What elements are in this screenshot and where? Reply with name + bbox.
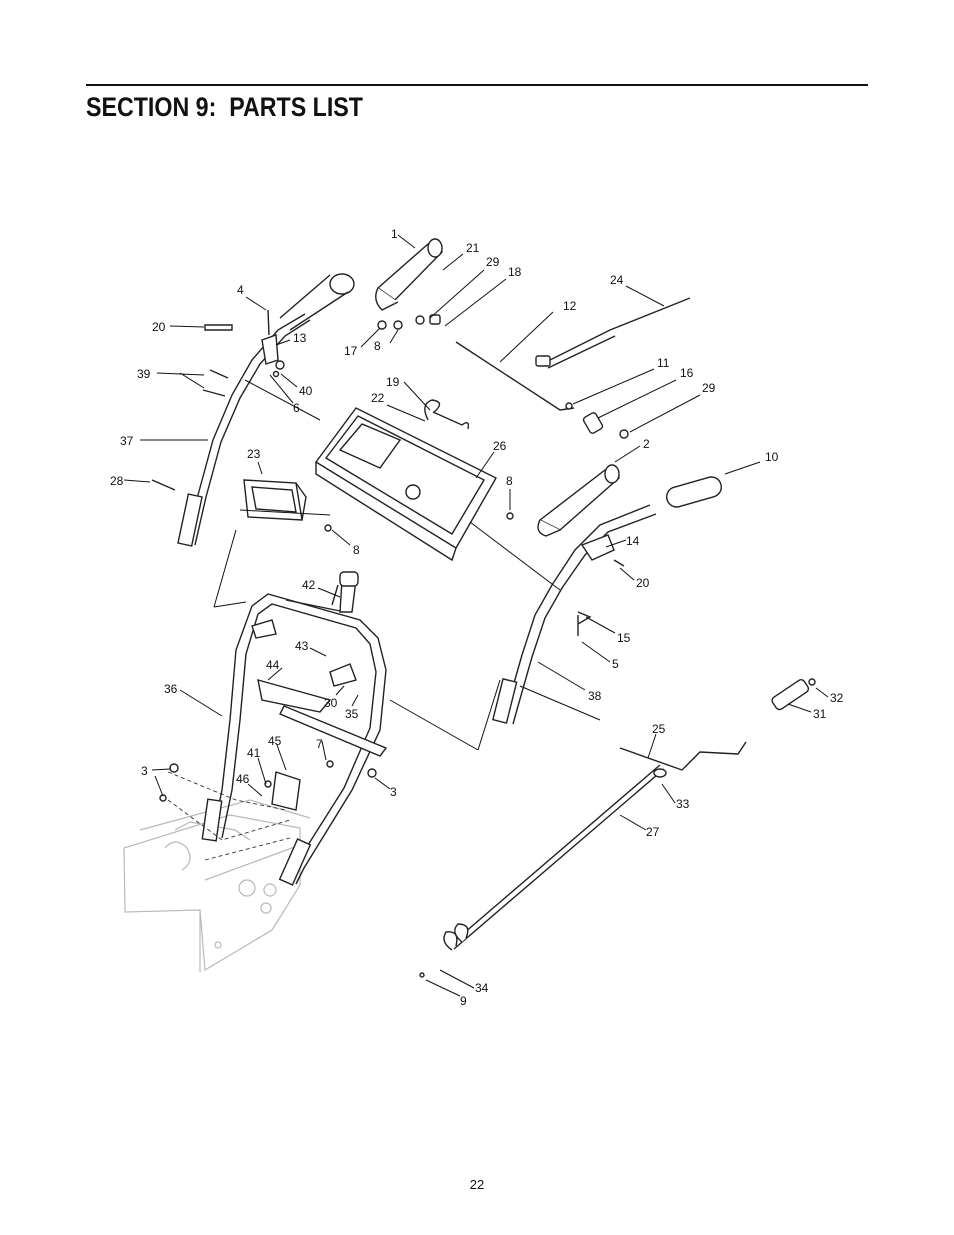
lower-handle-frame xyxy=(201,571,388,886)
upper-handle-left xyxy=(177,273,355,547)
callout-43: 43 xyxy=(295,639,309,653)
chute-control-rod xyxy=(419,678,816,978)
leader-lines xyxy=(123,234,829,997)
callout-44: 44 xyxy=(266,658,280,672)
header-rule xyxy=(86,84,868,86)
callout-25: 25 xyxy=(652,722,666,736)
callout-40: 40 xyxy=(299,384,313,398)
callout-14: 14 xyxy=(626,534,640,548)
callout-15: 15 xyxy=(617,631,631,645)
callout-41: 41 xyxy=(247,746,261,760)
callout-6: 6 xyxy=(293,401,300,415)
callout-2: 2 xyxy=(643,437,650,451)
callout-28: 28 xyxy=(110,474,124,488)
callout-37: 37 xyxy=(120,434,134,448)
callout-19: 19 xyxy=(386,375,400,389)
callout-36: 36 xyxy=(164,682,178,696)
dash-panel xyxy=(314,407,497,562)
cables xyxy=(424,297,691,430)
upper-handle-right xyxy=(492,476,723,725)
callout-8-low: 8 xyxy=(353,543,360,557)
callout-13: 13 xyxy=(293,331,307,345)
callout-8-top: 8 xyxy=(374,339,381,353)
callout-31: 31 xyxy=(813,707,827,721)
section-title: SECTION 9: PARTS LIST xyxy=(86,92,363,122)
callout-42: 42 xyxy=(302,578,316,592)
callout-20-right: 20 xyxy=(636,576,650,590)
callout-21: 21 xyxy=(466,241,480,255)
callout-22: 22 xyxy=(371,391,385,405)
callout-38: 38 xyxy=(588,689,602,703)
callout-3-right: 3 xyxy=(390,785,397,799)
callout-23: 23 xyxy=(247,447,261,461)
callout-29: 29 xyxy=(486,255,500,269)
grip-lever-right xyxy=(537,464,620,537)
callout-26: 26 xyxy=(493,439,507,453)
grip-lever-top xyxy=(375,238,443,311)
page-number: 22 xyxy=(469,1177,485,1192)
callout-12: 12 xyxy=(563,299,577,313)
callout-46: 46 xyxy=(236,772,250,786)
light-housing xyxy=(243,479,307,521)
callout-35: 35 xyxy=(345,707,359,721)
callout-27: 27 xyxy=(646,825,660,839)
callout-33: 33 xyxy=(676,797,690,811)
callout-10: 10 xyxy=(765,450,779,464)
callout-5: 5 xyxy=(612,657,619,671)
callout-7: 7 xyxy=(316,737,323,751)
callout-labels: 1 21 29 18 24 4 12 20 13 17 8 39 40 11 1… xyxy=(110,227,844,1008)
callout-30: 30 xyxy=(324,696,338,710)
callout-9: 9 xyxy=(460,994,467,1008)
assembly-lines xyxy=(167,379,601,861)
callout-24: 24 xyxy=(610,273,624,287)
callout-8-mid: 8 xyxy=(506,474,513,488)
callout-18: 18 xyxy=(508,265,522,279)
callout-11: 11 xyxy=(657,356,670,370)
callout-4: 4 xyxy=(237,283,244,297)
callout-32: 32 xyxy=(830,691,844,705)
callout-16: 16 xyxy=(680,366,694,380)
callout-45: 45 xyxy=(268,734,282,748)
callout-29-right: 29 xyxy=(702,381,716,395)
callout-34: 34 xyxy=(475,981,489,995)
callout-17: 17 xyxy=(344,344,358,358)
callout-39: 39 xyxy=(137,367,151,381)
callout-1: 1 xyxy=(391,227,398,241)
callout-3-left: 3 xyxy=(141,764,148,778)
callout-20: 20 xyxy=(152,320,166,334)
